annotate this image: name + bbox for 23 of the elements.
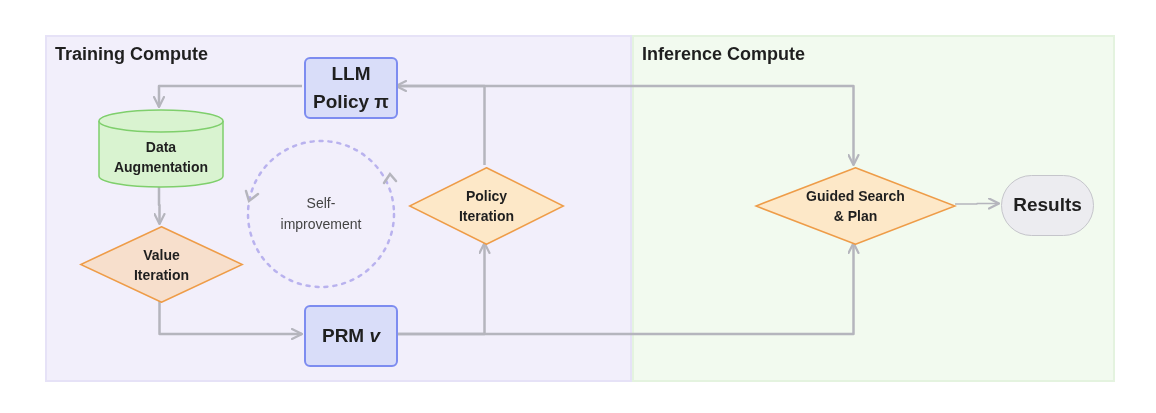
- inference-panel: [632, 35, 1115, 382]
- node-label: Guided Search & Plan: [805, 187, 906, 226]
- arrow: [152, 84, 302, 109]
- decision-diamond: [408, 167, 565, 245]
- node-label: Data Augmentation: [112, 137, 210, 177]
- process-box: [304, 305, 398, 367]
- panel-title: Training Compute: [55, 44, 208, 64]
- database-cylinder: [98, 109, 224, 188]
- training-panel: [45, 35, 632, 382]
- decision-diamond: [754, 167, 957, 245]
- arrow: [153, 186, 166, 226]
- node-label: PRM v: [321, 324, 381, 348]
- node-label: Value Iteration: [132, 245, 191, 285]
- node-label: LLM Policy π: [312, 62, 390, 114]
- node-label: Results: [1013, 193, 1082, 218]
- arrow: [396, 241, 860, 336]
- arrow: [158, 301, 304, 341]
- node-label: Policy Iteration: [457, 187, 516, 226]
- process-box: [304, 57, 398, 119]
- node-label: Self-improvement: [279, 194, 363, 234]
- panel-title: Inference Compute: [642, 44, 806, 64]
- decision-diamond: [79, 226, 244, 303]
- arrow: [954, 197, 1001, 210]
